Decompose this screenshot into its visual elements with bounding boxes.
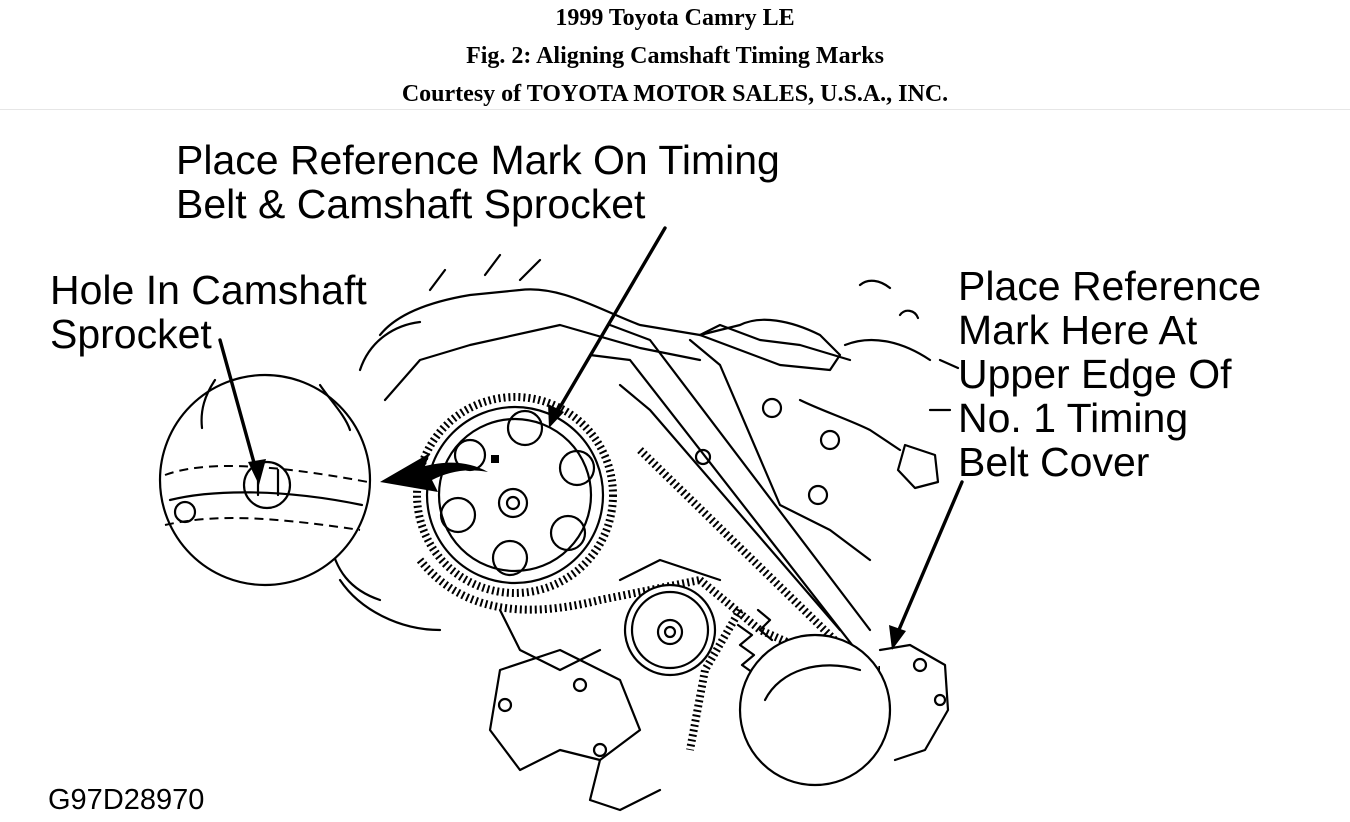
timing-diagram: Place Reference Mark On Timing Belt & Ca… bbox=[0, 110, 1350, 817]
callout-hole-in-sprocket: Hole In Camshaft Sprocket bbox=[50, 268, 367, 356]
figure-code: G97D28970 bbox=[48, 784, 205, 816]
leader-hole-arrowhead bbox=[248, 459, 266, 485]
callout-line: Sprocket bbox=[50, 311, 212, 357]
tensioner-spring bbox=[736, 608, 774, 677]
callout-reference-mark-top: Place Reference Mark On Timing Belt & Ca… bbox=[176, 138, 780, 226]
callout-line: No. 1 Timing bbox=[958, 395, 1189, 441]
figure-header: 1999 Toyota Camry LE Fig. 2: Aligning Ca… bbox=[0, 0, 1350, 110]
sprocket-hole-mark bbox=[491, 455, 499, 463]
camshaft-hole-detail bbox=[242, 460, 292, 510]
figure-caption: Fig. 2: Aligning Camshaft Timing Marks bbox=[466, 43, 884, 69]
magnified-detail bbox=[158, 373, 372, 587]
leader-right-ticks bbox=[928, 358, 960, 412]
callout-reference-mark-right: Place Reference Mark Here At Upper Edge … bbox=[958, 264, 1261, 484]
engine-illustration bbox=[158, 226, 964, 812]
leader-top bbox=[554, 226, 667, 416]
leader-right-arrowhead bbox=[889, 625, 906, 650]
vehicle-title: 1999 Toyota Camry LE bbox=[555, 5, 795, 31]
wiring-connector bbox=[698, 279, 940, 490]
leader-right bbox=[896, 480, 964, 634]
courtesy-line: Courtesy of TOYOTA MOTOR SALES, U.S.A., … bbox=[401, 81, 949, 107]
header-divider bbox=[0, 109, 1350, 110]
camshaft-sprocket bbox=[413, 393, 617, 597]
crankshaft-pulley bbox=[738, 633, 892, 787]
callout-line: Mark Here At bbox=[958, 307, 1198, 353]
idler-pulley bbox=[623, 583, 717, 677]
callout-line: Belt Cover bbox=[958, 439, 1150, 485]
leader-top-arrowhead bbox=[548, 404, 564, 428]
callout-line: Upper Edge Of bbox=[958, 351, 1232, 397]
callout-line: Belt & Camshaft Sprocket bbox=[176, 181, 646, 227]
callout-line: Hole In Camshaft bbox=[50, 267, 367, 313]
lower-engine-block bbox=[488, 643, 950, 812]
leader-hole bbox=[218, 338, 258, 472]
detail-arrow bbox=[380, 453, 488, 492]
callout-line: Place Reference bbox=[958, 263, 1262, 309]
callout-line: Place Reference Mark On Timing bbox=[176, 137, 780, 183]
timing-belt-cover bbox=[588, 323, 872, 658]
